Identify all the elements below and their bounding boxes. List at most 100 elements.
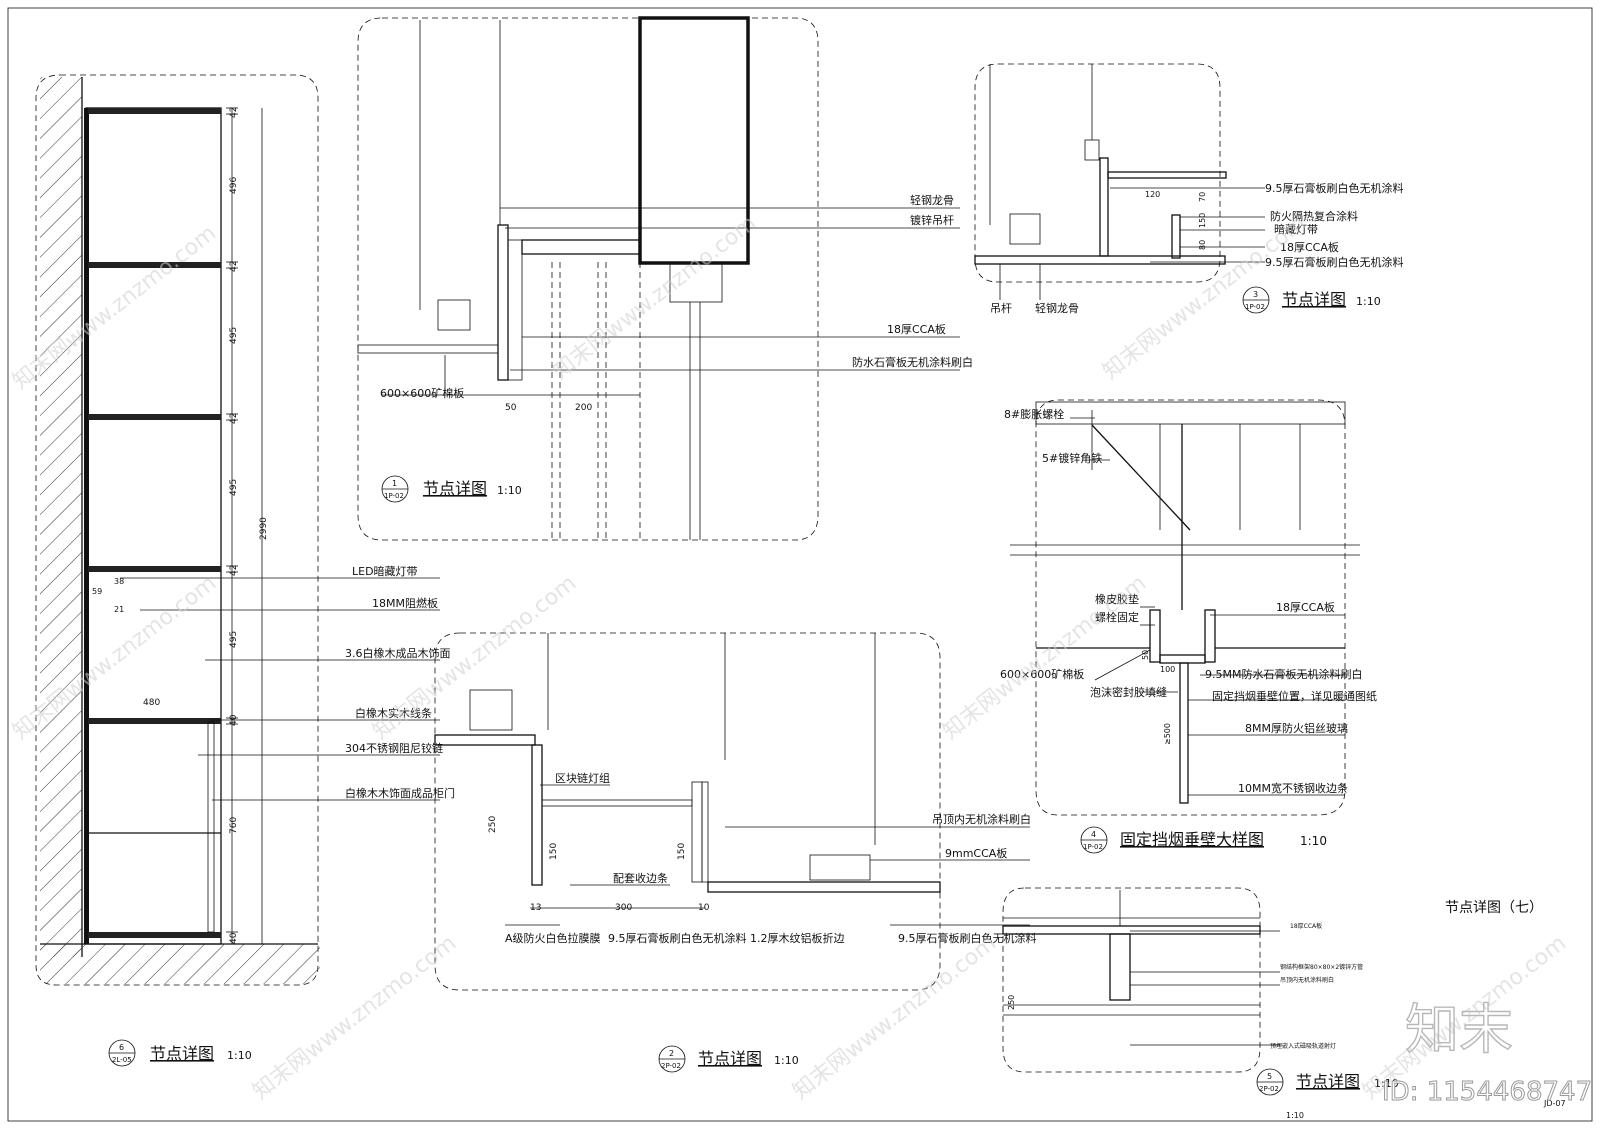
callout-d2-film: A级防火白色拉膜膜: [505, 931, 601, 945]
dim-d6-7: 495: [229, 631, 239, 648]
callout-d6-door: 白橡木木饰面成品柜门: [345, 786, 455, 800]
d2-title: 节点详图: [698, 1049, 762, 1068]
callout-d3-keel: 轻钢龙骨: [1035, 301, 1079, 315]
watermark-6: 知末网www.znzmo.com: [938, 571, 1151, 745]
dim-d2-2: 150: [677, 843, 687, 860]
d6-tag-bottom: 2L-05: [112, 1056, 132, 1064]
callout-d1-cca: 18厚CCA板: [887, 322, 946, 336]
callout-d4-gypsum: 9.5MM防水石膏板无机涂料刷白: [1205, 667, 1362, 681]
dim-d6-4: 42: [229, 413, 239, 424]
d2-tag-bottom: 2P-02: [661, 1062, 681, 1070]
d3-title: 节点详图: [1282, 290, 1346, 309]
dim-d6-11: 2990: [259, 517, 269, 540]
dim-d5-0: 250: [1007, 995, 1016, 1010]
sheet-border: [7, 7, 1593, 1122]
d4-scale: 1:10: [1300, 834, 1327, 848]
detail-6-cabinet: 42 496 42 495 42 495 42 495 40 760 40 29…: [35, 74, 455, 1067]
callout-d2-edge: 配套收边条: [613, 871, 668, 885]
callout-d4-angle: 5#镀锌角铁: [1042, 451, 1102, 465]
brand-logo: 知末: [1405, 998, 1513, 1061]
detail-2-lightbox: 250 150 150 13 300 10 区块链灯组 吊顶内无机涂料刷白 9m…: [434, 632, 1037, 1073]
detail-1-ceiling: 50 200 轻钢龙骨 镀锌吊杆 18厚CCA板 防水石膏板无机涂料刷白 600…: [357, 16, 973, 541]
callout-d2-gypsum: 9.5厚石膏板刷白色无机涂料: [898, 931, 1037, 945]
dim-d6-14: 21: [114, 605, 124, 614]
d6-tag-top: 6: [119, 1043, 124, 1052]
dim-d6-12: 480: [143, 698, 160, 708]
dim-d1-0: 50: [505, 403, 517, 413]
dim-d4-2: ≥500: [1163, 723, 1172, 745]
d6-scale: 1:10: [227, 1049, 252, 1062]
callout-d6-board: 18MM阻燃板: [372, 596, 438, 610]
callout-d4-bolt: 8#膨胀螺栓: [1004, 407, 1064, 421]
callout-d4-rubber: 橡皮胶垫: [1095, 592, 1139, 606]
callout-d5-steel: 钢结构框架80×80×2镀锌方管: [1280, 963, 1363, 971]
detail-3-cove: 120 70 150 80 9.5厚石膏板刷白色无机涂料 防火隔热复合涂料 暗藏…: [974, 63, 1404, 315]
callout-d4-edge: 10MM宽不锈钢收边条: [1238, 781, 1348, 795]
dim-d6-15: 38: [114, 577, 124, 586]
d3-tag-top: 3: [1253, 290, 1258, 299]
dim-d6-2: 42: [229, 261, 239, 272]
brand-id: ID: 1154468747: [1382, 1077, 1592, 1107]
dim-d3-0: 120: [1145, 190, 1160, 199]
callout-d4-foam: 泡沫密封胶填缝: [1090, 685, 1167, 699]
callout-d4-cca: 18厚CCA板: [1276, 600, 1335, 614]
dim-d1-1: 200: [575, 403, 592, 413]
watermark-8: 知末网www.znzmo.com: [788, 931, 1001, 1105]
detail-5-track: 250 18厚CCA板 钢结构框架80×80×2镀锌方管 吊顶内无机涂料刷白 预…: [1002, 887, 1399, 1096]
d5-scale: 1:10: [1374, 1077, 1399, 1090]
callout-d3-gypsum1: 9.5厚石膏板刷白色无机涂料: [1265, 181, 1404, 195]
callout-d3-cca: 18厚CCA板: [1280, 240, 1339, 254]
sheet-scale-footer: 1:10: [1286, 1111, 1304, 1120]
detail-4-smoke-barrier: 50 100 ≥500 8#膨胀螺栓 5#镀锌角铁 橡皮胶垫 螺栓固定 18厚C…: [1000, 399, 1377, 854]
watermark-3: 知末网www.znzmo.com: [1098, 211, 1311, 385]
callout-d1-keel: 轻钢龙骨: [910, 193, 954, 207]
callout-d2-gypsum-al: 9.5厚石膏板刷白色无机涂料 1.2厚木纹铝板折边: [608, 931, 844, 945]
dim-d4-1: 100: [1160, 665, 1175, 674]
dim-d6-1: 496: [229, 177, 239, 194]
d1-scale: 1:10: [497, 484, 522, 497]
dim-d6-13: 59: [92, 587, 102, 596]
d5-tag-bottom: 2P-02: [1259, 1085, 1279, 1093]
callout-d6-hinge: 304不锈钢阻尼铰链: [345, 741, 443, 755]
callout-d1-rod: 镀锌吊杆: [910, 213, 954, 227]
dim-d6-10: 40: [229, 932, 239, 944]
dim-d6-6: 42: [229, 565, 239, 576]
dim-d2-3: 13: [530, 903, 541, 913]
dim-d6-0: 42: [229, 107, 239, 118]
callout-d3-fire: 防火隔热复合涂料: [1270, 209, 1358, 223]
callout-d2-cca: 9mmCCA板: [945, 846, 1007, 860]
d2-scale: 1:10: [774, 1054, 799, 1067]
sheet-number: JD-07: [1543, 1099, 1566, 1108]
d5-tag-top: 5: [1267, 1072, 1272, 1081]
d3-scale: 1:10: [1356, 295, 1381, 308]
d4-tag-bottom: 1P-02: [1083, 843, 1103, 851]
dim-d3-1: 70: [1198, 192, 1207, 202]
callout-d3-gypsum2: 9.5厚石膏板刷白色无机涂料: [1265, 255, 1404, 269]
callout-d1-mineral: 600×600矿棉板: [380, 386, 464, 400]
dim-d2-0: 250: [488, 816, 498, 833]
callout-d4-position: 固定挡烟垂壁位置，详见暖通图纸: [1212, 689, 1377, 703]
callout-d2-paint: 吊顶内无机涂料刷白: [932, 812, 1031, 826]
d5-title: 节点详图: [1296, 1072, 1360, 1091]
callout-d1-gypsum: 防水石膏板无机涂料刷白: [852, 355, 973, 369]
dim-d4-0: 50: [1141, 650, 1150, 660]
d4-title: 固定挡烟垂壁大样图: [1120, 830, 1264, 849]
sheet-title: 节点详图（七）: [1445, 900, 1543, 916]
callout-d3-rod: 吊杆: [990, 301, 1012, 315]
callout-d5-track: 预埋嵌入式磁吸轨道射灯: [1270, 1042, 1336, 1050]
dim-d2-1: 150: [549, 843, 559, 860]
callout-d6-veneer: 3.6白橡木成品木饰面: [345, 646, 451, 660]
d2-tag-top: 2: [669, 1049, 674, 1058]
callout-d4-fix: 螺栓固定: [1095, 610, 1139, 624]
callout-d6-trim: 白橡木实木线条: [355, 706, 432, 720]
watermark-2: 知末网www.znzmo.com: [548, 211, 761, 385]
callout-d2-light: 区块链灯组: [555, 771, 610, 785]
callout-d6-led: LED暗藏灯带: [352, 564, 418, 578]
dim-d6-3: 495: [229, 327, 239, 344]
d1-title: 节点详图: [423, 479, 487, 498]
callout-d4-mineral: 600×600矿棉板: [1000, 667, 1084, 681]
callout-d5-cca: 18厚CCA板: [1290, 922, 1322, 930]
dim-d2-5: 10: [698, 903, 710, 913]
d1-tag-bottom: 1P-02: [384, 492, 404, 500]
